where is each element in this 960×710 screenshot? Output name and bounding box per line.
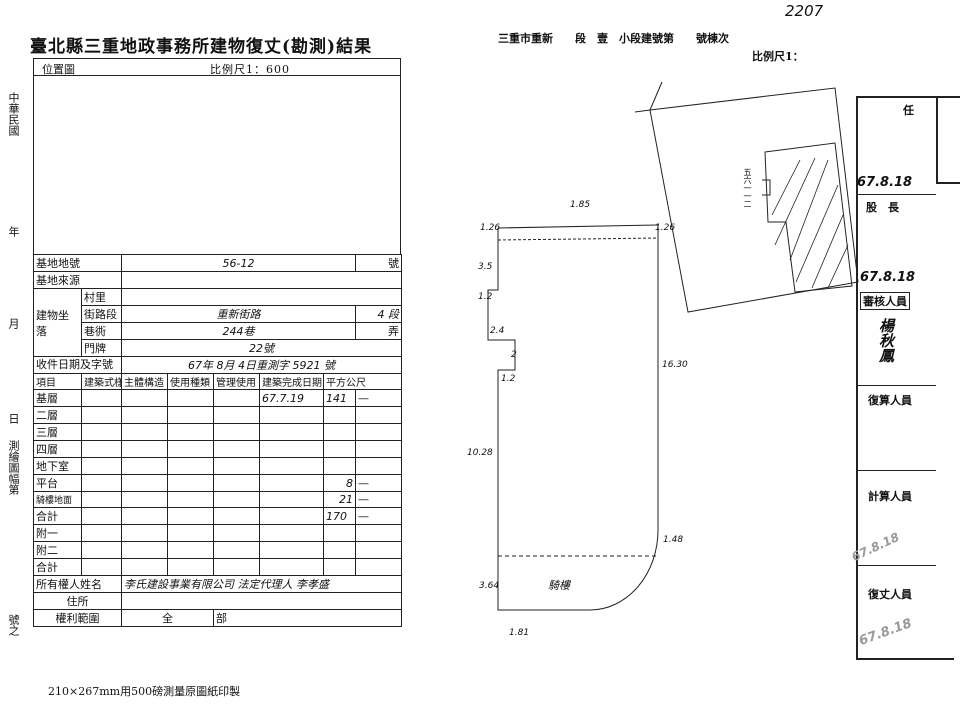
form-footer: 210×267mm用500磅測量原圖紙印製 <box>48 685 241 698</box>
owner-label: 所有權人姓名 <box>33 575 122 593</box>
stamp-reviewer: 審核人員 <box>860 292 910 310</box>
floor-name: 地下室 <box>33 457 82 475</box>
floor-row: 二層 <box>33 406 403 424</box>
margin-num: 號之 <box>7 614 20 636</box>
building-outline <box>487 224 659 611</box>
floor-name: 二層 <box>33 406 82 424</box>
dim-left-long: 10.28 <box>467 448 493 458</box>
dim-bottom: 1.81 <box>509 628 530 638</box>
road-section: 4 段 <box>355 305 403 323</box>
floor-row: 附二 <box>33 541 403 559</box>
dim-arcade: 3.64 <box>479 581 500 591</box>
dim-top: 1.85 <box>570 200 591 210</box>
dim-left-5: 1.2 <box>501 374 516 384</box>
base-source-label: 基地來源 <box>33 271 122 289</box>
village-label: 村里 <box>81 288 122 306</box>
stamp-dept-label: 任 <box>903 104 914 117</box>
lot-label: 五六一一二 <box>743 168 752 208</box>
stamp-reviewer-name: 楊秋鳳 <box>877 318 895 363</box>
lot-parcel <box>634 81 859 313</box>
dim-left-3: 2.4 <box>490 326 505 336</box>
floor-row: 合計 <box>33 558 403 576</box>
stamp-date-2: 67.8.18 <box>860 270 916 285</box>
stamp-date-1: 67.8.18 <box>857 175 913 190</box>
dim-right-top: 1.26 <box>655 223 676 233</box>
rights-label: 權利範圍 <box>33 609 122 627</box>
door-label: 門牌 <box>81 339 122 357</box>
location-map-label: 位置圖 <box>42 63 75 76</box>
handwritten-number: 2207 <box>785 2 824 20</box>
approval-stamp-column <box>856 96 954 660</box>
building-form-table: 基地地號 56-12 號 基地來源 建物坐落 村里 街路段 重新街路 4 段 巷… <box>33 254 403 627</box>
stamp-section-chief: 股 長 <box>866 201 899 214</box>
location-map-scale: 比例尺1：600 <box>210 63 290 76</box>
drawing-scale: 比例尺1： <box>752 50 804 63</box>
form-title: 臺北縣三重地政事務所建物復丈(勘測)結果 <box>30 37 373 57</box>
dim-left-4: 2 <box>511 350 517 360</box>
margin-era: 中華民國 <box>7 92 20 136</box>
stamp-surveyor: 復丈人員 <box>868 588 912 601</box>
drawing-header: 三重市重新 段 壹 小段建號第 號棟次 <box>498 32 729 45</box>
margin-day: 日 <box>7 413 20 424</box>
floor-name: 基層 <box>33 389 82 407</box>
floor-row: 附一 <box>33 524 403 542</box>
margin-year: 年 <box>7 226 20 237</box>
floor-area: 21 <box>322 491 357 508</box>
stamp-calculator: 計算人員 <box>868 490 912 503</box>
floor-area: 170 <box>322 507 357 525</box>
dim-right-long: 16.30 <box>662 360 688 370</box>
dim-curve: 1.48 <box>663 535 684 545</box>
dim-left-1: 3.5 <box>478 262 493 272</box>
floor-row: 三層 <box>33 423 403 441</box>
location-map-box: 位置圖 比例尺1：600 <box>33 58 401 255</box>
stamp-recheck: 復算人員 <box>868 394 912 407</box>
arcade-label: 騎樓 <box>548 579 570 592</box>
floor-name: 合計 <box>33 507 82 525</box>
base-number-value: 56-12 <box>120 254 357 272</box>
floor-area: 8 <box>322 474 357 492</box>
side-box <box>936 96 960 184</box>
address-label: 住所 <box>33 592 122 610</box>
dim-left-top: 1.26 <box>480 223 501 233</box>
dim-left-2: 1.2 <box>478 292 493 302</box>
rights-value-2: 部 <box>212 609 403 627</box>
margin-sheet: 測繪圖幅第 <box>7 440 20 495</box>
margin-month: 月 <box>7 318 20 329</box>
